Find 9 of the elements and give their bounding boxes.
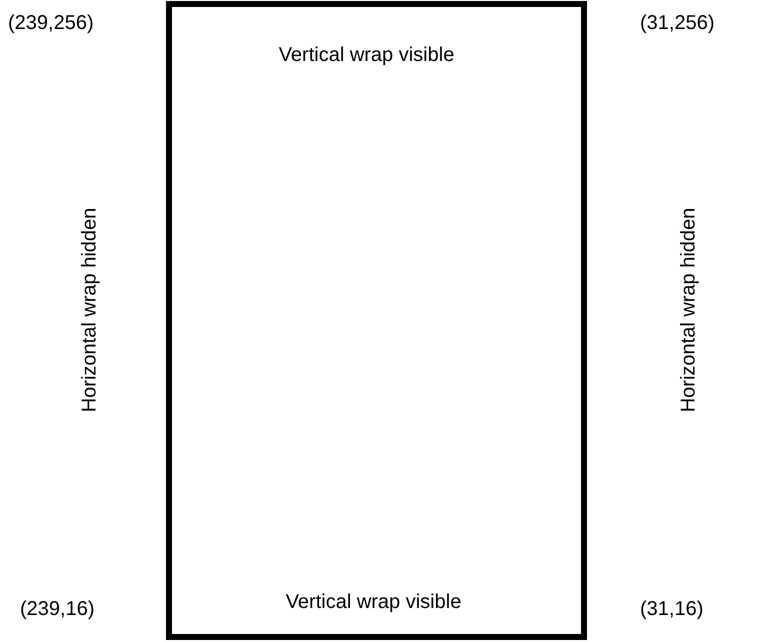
corner-coordinate: (31,256)	[640, 12, 714, 35]
rectangle-frame	[166, 1, 587, 640]
side-label: Horizontal wrap hidden	[678, 208, 700, 412]
frame-caption: Vertical wrap visible	[278, 44, 456, 67]
corner-coordinate: (239,256)	[8, 12, 94, 35]
corner-coordinate: (31,16)	[640, 598, 704, 621]
side-label: Horizontal wrap hidden	[78, 208, 102, 412]
frame-caption: Vertical wrap visible	[284, 591, 462, 614]
corner-coordinate: (239,16)	[20, 598, 94, 621]
